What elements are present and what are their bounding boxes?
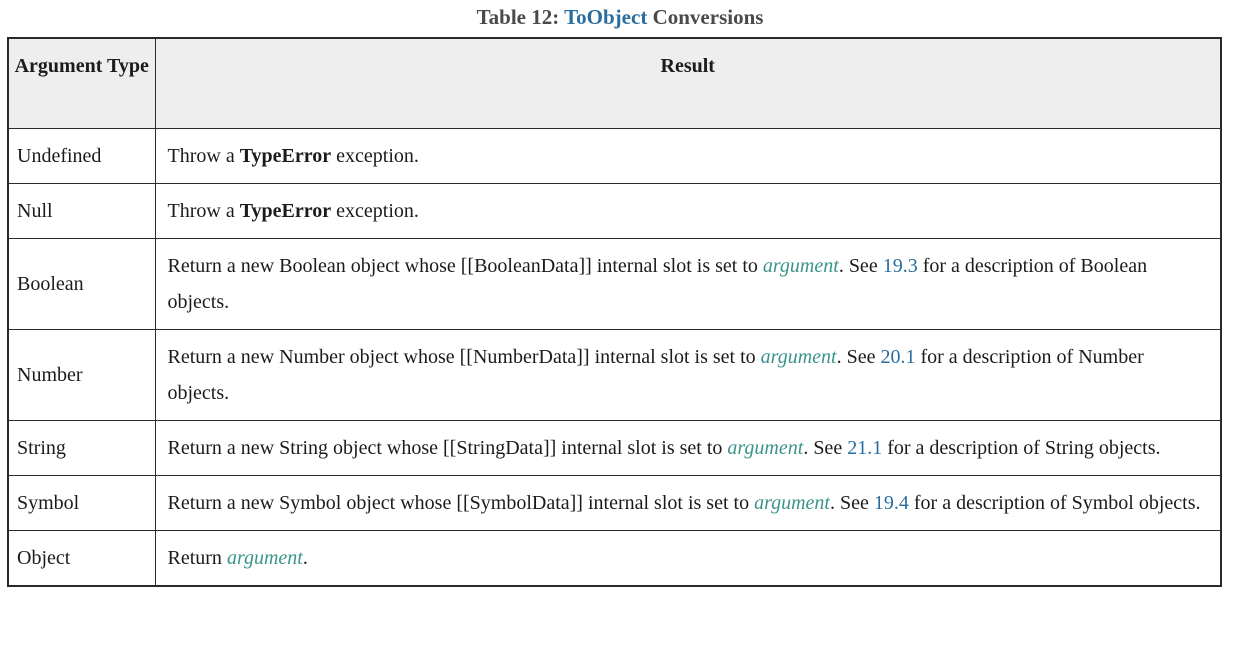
result-text: exception. [331,199,419,222]
argument-type-cell: Symbol [7,474,156,531]
result-cell: Return a new String object whose [[Strin… [154,419,1222,476]
result-cell: Return a new Number object whose [[Numbe… [154,328,1222,421]
result-text: exception. [331,144,419,167]
result-text: . See [829,491,874,514]
argument-type-cell: Null [7,182,156,239]
table-row: Number Return a new Number object whose [… [7,328,1222,421]
table-caption-suffix: Conversions [647,5,764,29]
result-cell: Return a new Boolean object whose [[Bool… [154,237,1222,330]
result-text: Return a new String object whose [[Strin… [167,436,728,459]
section-link[interactable]: 19.4 [873,491,909,514]
table-caption-prefix: Table 12: [476,5,565,29]
result-text: for a description of String objects. [882,436,1161,459]
result-text: Return a new Number object whose [[Numbe… [167,345,761,368]
argument-type-cell: Boolean [7,237,156,330]
argument-type-column-header: Argument Type [7,37,156,129]
bold-term: TypeError [239,144,332,167]
section-link[interactable]: 21.1 [847,436,883,459]
variable-ref: argument [226,546,303,569]
header-row: Argument Type Result [7,37,1222,129]
variable-ref: argument [760,345,837,368]
variable-ref: argument [727,436,804,459]
result-cell: Return argument. [154,529,1222,587]
result-cell: Throw a TypeError exception. [154,182,1222,239]
result-text: Throw a [167,199,240,222]
argument-type-cell: Undefined [7,127,156,184]
section-link[interactable]: 19.3 [882,254,918,277]
result-text: . [302,546,308,569]
result-text: Return [167,546,227,569]
result-column-header: Result [154,37,1222,129]
table-row: String Return a new String object whose [… [7,419,1222,476]
argument-type-cell: Object [7,529,156,587]
argument-type-cell: Number [7,328,156,421]
section-link[interactable]: 20.1 [880,345,916,368]
table-row: Boolean Return a new Boolean object whose… [7,237,1222,330]
toobject-link[interactable]: ToObject [564,5,648,29]
result-text: Return a new Boolean object whose [[Bool… [167,254,763,277]
table-row: Symbol Return a new Symbol object whose [… [7,474,1222,531]
result-text: . See [838,254,883,277]
result-cell: Throw a TypeError exception. [154,127,1222,184]
bold-term: TypeError [239,199,332,222]
result-text: for a description of Symbol objects. [908,491,1201,514]
variable-ref: argument [754,491,830,514]
table-header: Argument Type Result [7,37,1222,129]
result-text: . See [803,436,848,459]
result-cell: Return a new Symbol object whose [[Symbo… [154,474,1222,531]
result-text: for a description of Number objects. [167,345,1144,404]
result-text: for a description of Boolean objects. [167,254,1148,313]
result-text: . See [836,345,881,368]
variable-ref: argument [762,254,839,277]
argument-type-cell: String [7,419,156,476]
result-text: Return a new Symbol object whose [[Symbo… [167,491,755,514]
table-caption: Table 12: ToObject Conversions [0,5,1240,30]
result-text: Throw a [167,144,240,167]
